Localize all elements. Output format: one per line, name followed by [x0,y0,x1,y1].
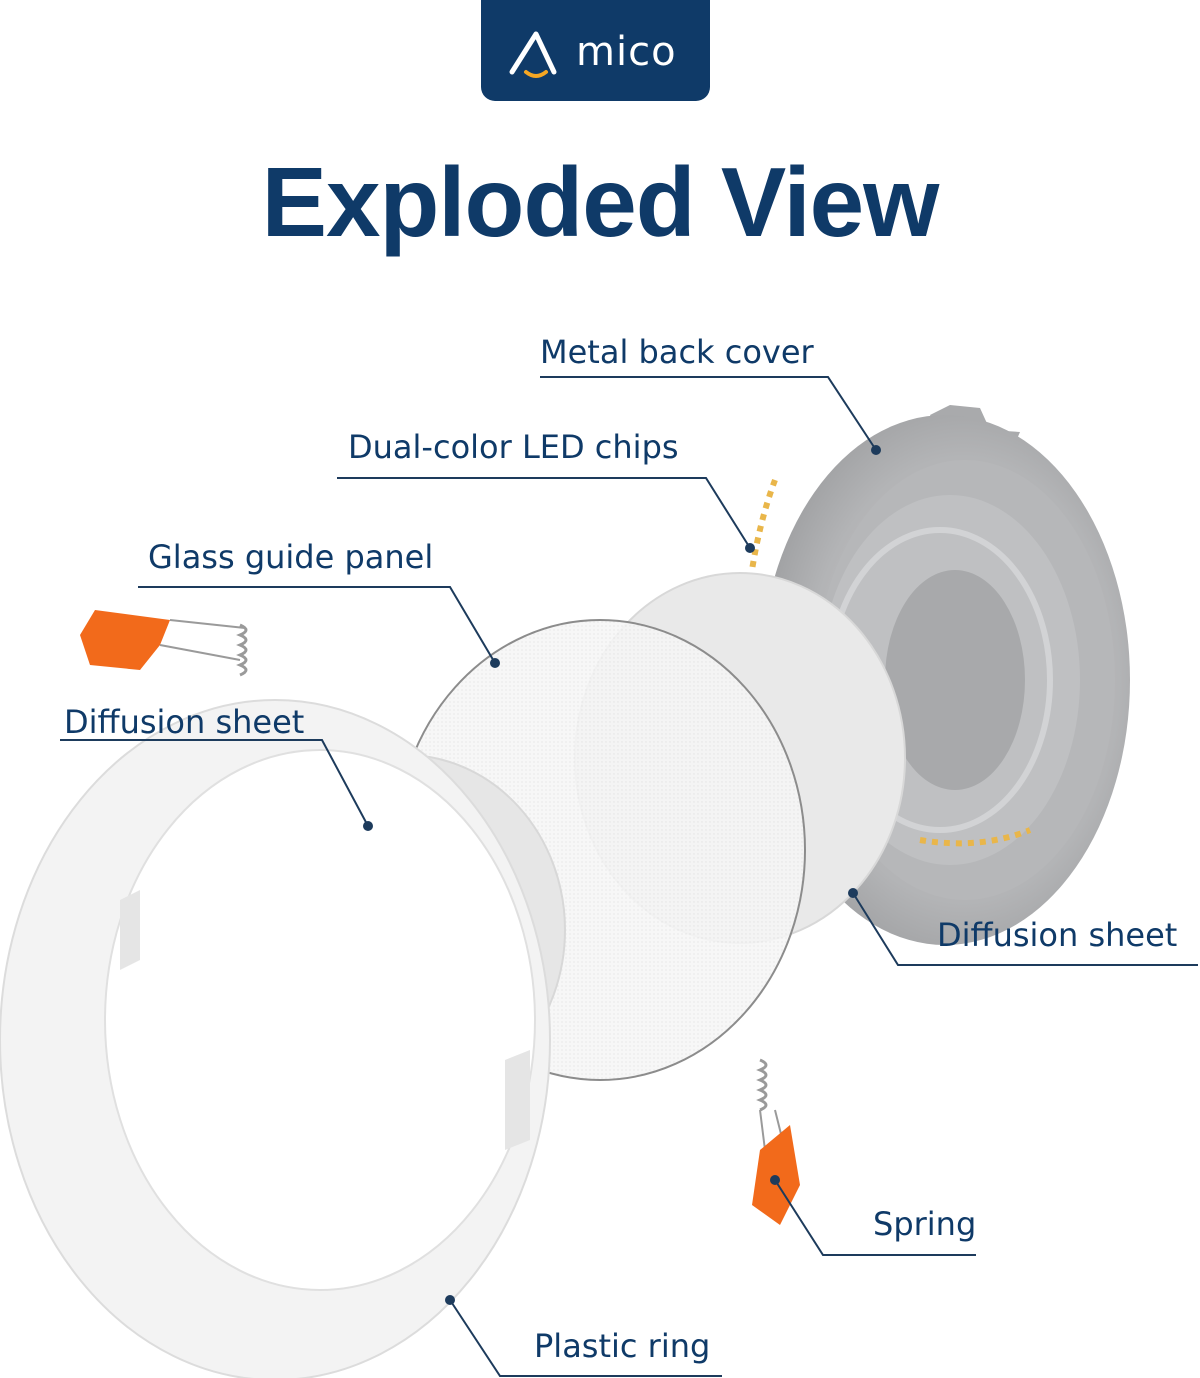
page-title: Exploded View [261,147,940,257]
label-led-chips: Dual-color LED chips [348,428,679,466]
plastic-ring [0,699,551,1378]
brand-logo-tab [481,0,710,101]
leader-lines [60,376,1198,1377]
leader-dots [363,445,881,1305]
led-chips [749,478,1032,847]
spring-clip-top-left [80,610,248,677]
label-diffusion-sheet-left: Diffusion sheet [64,703,305,741]
label-spring: Spring [873,1205,977,1243]
spring-clip-bottom-right [752,1058,800,1225]
brand-name: mico [576,29,677,75]
label-metal-back-cover: Metal back cover [540,333,814,371]
label-diffusion-sheet-right: Diffusion sheet [937,916,1178,954]
label-glass-guide-panel: Glass guide panel [148,538,434,576]
amico-logo-mark-icon [509,31,557,78]
label-plastic-ring: Plastic ring [534,1327,711,1365]
